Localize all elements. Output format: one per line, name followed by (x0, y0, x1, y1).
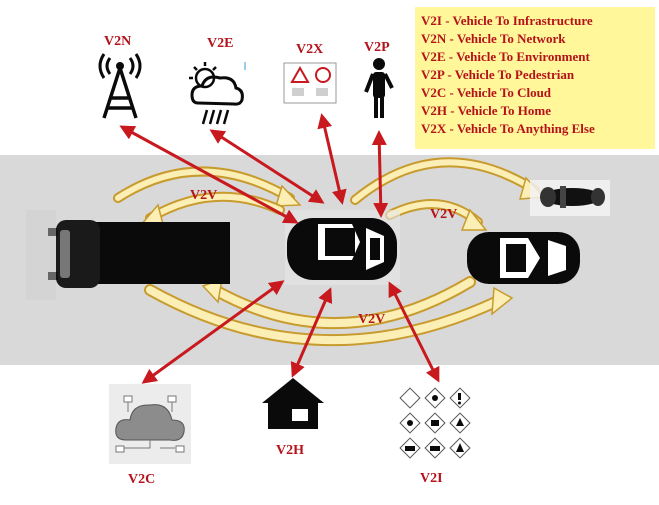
v2i-arrow (388, 281, 440, 383)
cloud-circuit-icon (109, 384, 191, 464)
motorcycle-icon (530, 180, 610, 216)
v2h-label: V2H (276, 443, 304, 458)
v2p-label: V2P (364, 40, 390, 55)
v2v-label-bottom: V2V (358, 312, 386, 327)
antenna-tower-icon (98, 53, 142, 119)
v2e-label: V2E (207, 36, 234, 51)
v2v-label-right: V2V (430, 207, 458, 222)
legend-box: V2I - Vehicle To Infrastructure V2N - Ve… (415, 7, 655, 149)
v2v-arrow-car-to-moto (350, 157, 546, 205)
car-icon (467, 232, 580, 284)
connection-arrows (119, 113, 440, 384)
v2e-arrow (209, 129, 325, 204)
v2c-label: V2C (128, 472, 156, 487)
legend-item-v2p: V2P - Vehicle To Pedestrian (421, 67, 575, 82)
legend-item-v2c: V2C - Vehicle To Cloud (421, 85, 552, 100)
weather-icon (189, 62, 246, 125)
v2v-label-left: V2V (190, 188, 218, 203)
v2h-arrow (290, 287, 333, 378)
car-icon (285, 210, 400, 285)
legend-item-v2i: V2I - Vehicle To Infrastructure (421, 13, 593, 28)
v2n-arrow (119, 125, 299, 224)
v2v-arrow-bottom-left (201, 276, 476, 330)
legend-item-v2n: V2N - Vehicle To Network (421, 31, 566, 46)
v2x-arrow (317, 113, 347, 205)
v2i-label: V2I (420, 471, 443, 486)
traffic-signs-icon (399, 387, 471, 459)
v2x-label: V2X (296, 42, 324, 57)
v2p-arrow (371, 130, 389, 218)
road-signs-icon (283, 62, 337, 104)
legend-item-v2x: V2X - Vehicle To Anything Else (421, 121, 595, 136)
legend-item-v2h: V2H - Vehicle To Home (421, 103, 552, 118)
v2n-label: V2N (104, 34, 132, 49)
legend-item-v2e: V2E - Vehicle To Environment (421, 49, 590, 64)
v2c-arrow (141, 280, 285, 384)
home-icon (262, 378, 324, 429)
truck-icon (26, 210, 230, 300)
pedestrian-icon (364, 58, 394, 118)
